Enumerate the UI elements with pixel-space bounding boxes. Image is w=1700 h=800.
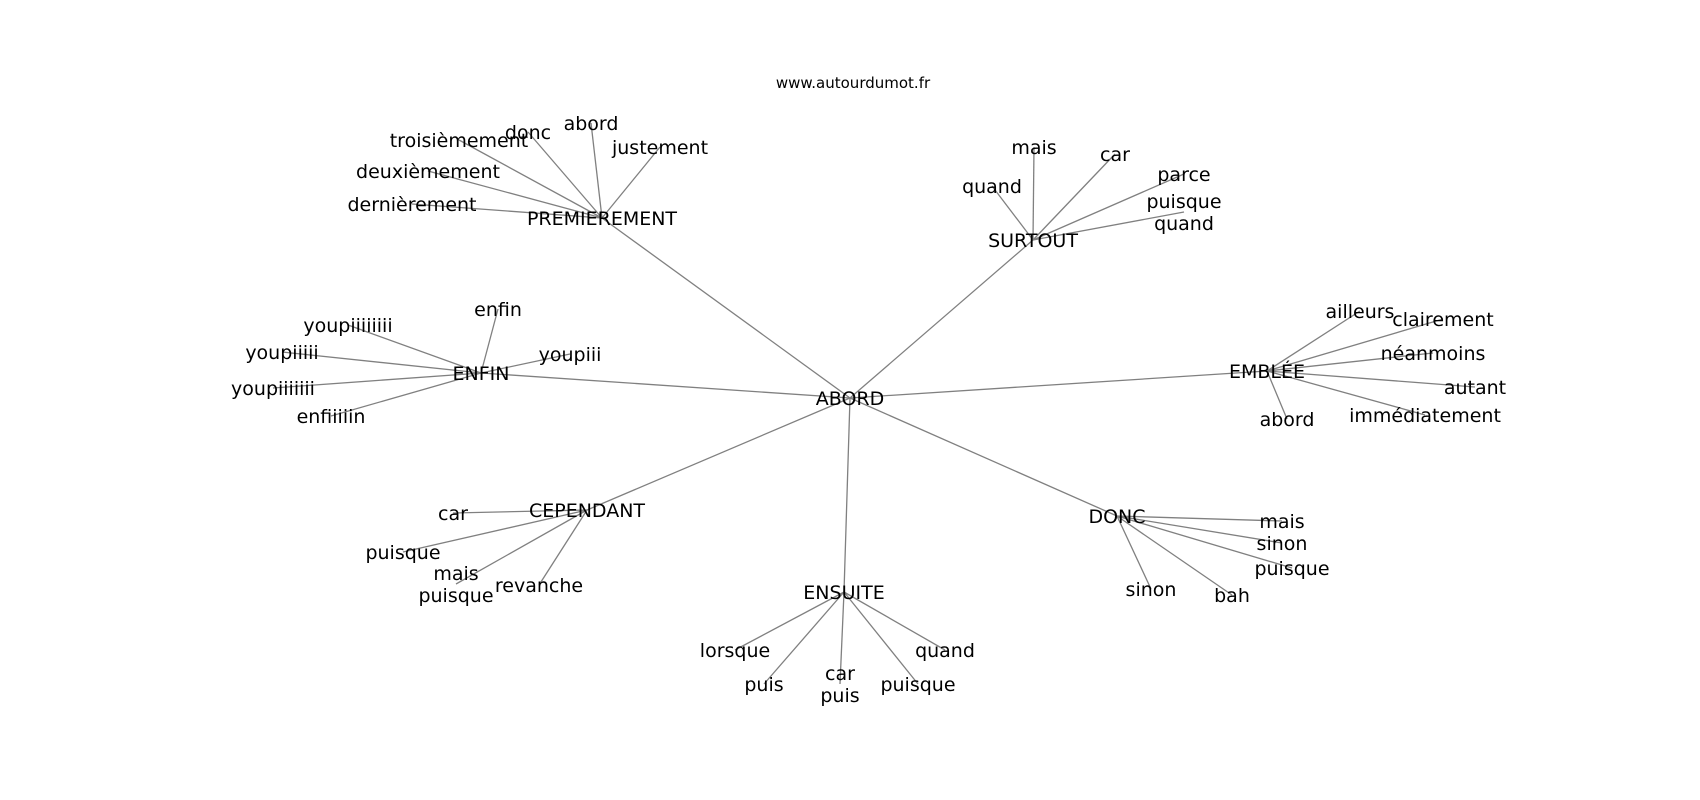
edge-branch-to-leaf: [1032, 153, 1116, 241]
branch-node-label: PREMIEREMENT: [527, 208, 677, 230]
edge-branch-to-leaf: [1266, 370, 1288, 420]
edge-branch-to-leaf: [452, 509, 588, 514]
edge-branch-to-leaf: [1116, 515, 1233, 596]
edge-branch-to-leaf: [480, 308, 499, 374]
edge-branch-to-leaf: [1116, 515, 1283, 522]
edge-branch-to-leaf: [1266, 352, 1434, 372]
leaf-node-label: mais: [1011, 137, 1056, 159]
leaf-node-label: immédiatement: [1349, 405, 1501, 427]
edge-branch-to-leaf: [455, 509, 588, 585]
edge-center-to-branch: [601, 217, 851, 399]
leaf-node-label: youpiii: [539, 344, 602, 366]
branch-node-label: SURTOUT: [988, 230, 1078, 252]
leaf-node-label: puisque: [365, 542, 440, 564]
leaf-node-label: enfin: [474, 299, 522, 321]
edge-branch-to-leaf: [281, 351, 482, 374]
edge-branch-to-leaf: [1116, 515, 1283, 544]
leaf-node-label: youpiiiiiiii: [303, 315, 392, 337]
leaf-node-label: car: [1100, 144, 1130, 166]
leaf-node-label: puis: [744, 674, 783, 696]
edge-branch-to-leaf: [763, 591, 845, 685]
leaf-node-label: quand: [915, 640, 975, 662]
edge-branch-to-leaf: [843, 591, 946, 651]
leaf-node-label: clairement: [1392, 309, 1493, 331]
edge-branch-to-leaf: [601, 146, 661, 219]
leaf-node-label: sinon: [1257, 533, 1308, 555]
leaf-node-label: dernièrement: [347, 194, 476, 216]
edge-center-to-branch: [480, 372, 851, 399]
leaf-node-label: car: [438, 503, 468, 525]
edge-branch-to-leaf: [590, 122, 603, 219]
leaf-node-label: autant: [1444, 377, 1506, 399]
leaf-node-label: lorsque: [700, 640, 770, 662]
edges-layer: [272, 122, 1476, 685]
edge-branch-to-leaf: [1266, 370, 1476, 388]
edge-branch-to-leaf: [1266, 310, 1361, 372]
branch-node-label: ENFIN: [453, 363, 510, 385]
leaf-node-label: troisièmement: [390, 130, 529, 152]
edge-center-to-branch: [849, 239, 1034, 399]
leaf-node-label: justement: [611, 137, 708, 159]
edge-branch-to-leaf: [1032, 173, 1185, 241]
leaf-node-label: abord: [1260, 409, 1315, 431]
leaf-node-label: youpiiiiiii: [231, 378, 315, 400]
edge-branch-to-leaf: [402, 509, 588, 553]
leaf-node-label: bah: [1214, 585, 1250, 607]
leaf-node-label: mais: [1259, 511, 1304, 533]
edge-center-to-branch: [586, 397, 851, 511]
leaf-node-label: enfiiiiin: [297, 406, 366, 428]
leaf-node-label: puisque: [880, 674, 955, 696]
edge-branch-to-leaf: [527, 131, 603, 219]
edge-branch-to-leaf: [330, 372, 482, 417]
leaf-node-label: deuxièmement: [356, 161, 500, 183]
edge-center-to-branch: [843, 397, 851, 593]
branch-node-label: EMBLÉE: [1229, 360, 1305, 383]
edge-center-to-branch: [849, 370, 1268, 399]
branch-node-label: ENSUITE: [803, 582, 884, 604]
edge-branch-to-leaf: [839, 591, 845, 685]
edge-branch-to-leaf: [1266, 370, 1426, 416]
leaf-node-label: néanmoins: [1381, 343, 1486, 365]
edge-branch-to-leaf: [991, 185, 1034, 241]
edge-branch-to-leaf: [427, 170, 603, 219]
edge-branch-to-leaf: [843, 591, 919, 685]
edge-branch-to-leaf: [480, 353, 571, 374]
branch-node-label: DONC: [1088, 506, 1145, 528]
source-watermark: www.autourdumot.fr: [776, 74, 931, 92]
leaf-node-label: abord: [564, 113, 619, 135]
edge-branch-to-leaf: [1116, 515, 1152, 590]
edge-center-to-branch: [849, 397, 1118, 517]
leaf-node-label: donc: [505, 122, 551, 144]
edge-branch-to-leaf: [1266, 318, 1444, 372]
leaf-node-label: revanche: [495, 575, 583, 597]
leaf-node-label: ailleurs: [1326, 301, 1395, 323]
edge-branch-to-leaf: [1116, 515, 1293, 569]
edge-branch-to-leaf: [734, 591, 845, 651]
edge-branch-to-leaf: [1032, 211, 1185, 241]
branch-node-label: CEPENDANT: [529, 500, 645, 522]
edge-branch-to-leaf: [458, 139, 603, 219]
leaf-node-label: puisque: [1254, 558, 1329, 580]
leaf-node-label: quand: [962, 176, 1022, 198]
center-node-label: ABORD: [816, 388, 885, 410]
edge-branch-to-leaf: [411, 203, 603, 219]
edge-branch-to-leaf: [272, 372, 482, 389]
leaf-node-label: youpiiiii: [245, 342, 318, 364]
leaf-node-label: sinon: [1126, 579, 1177, 601]
leaf-node-label: parce: [1157, 164, 1210, 186]
edge-branch-to-leaf: [1032, 146, 1035, 241]
edge-branch-to-leaf: [347, 324, 482, 374]
edge-branch-to-leaf: [538, 509, 588, 586]
